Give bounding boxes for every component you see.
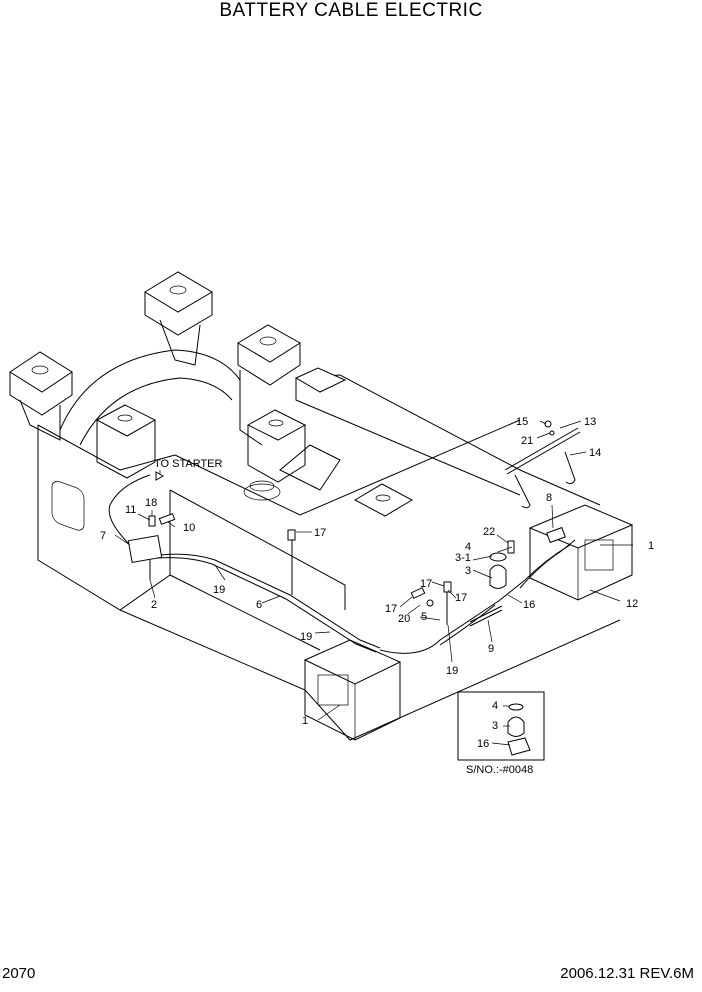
part-label-11: 11: [125, 504, 136, 516]
page-number: 2070: [2, 965, 36, 982]
part-label-1: 1: [648, 540, 654, 552]
part-label-3: 3: [465, 565, 471, 577]
part-label-17: 17: [385, 603, 397, 615]
battery-box-front: [303, 639, 402, 741]
part-label-17: 17: [420, 578, 432, 590]
part-label-6: 6: [256, 599, 262, 611]
inset-serial-label: S/NO.:-#0048: [466, 764, 533, 776]
part-label-17: 17: [314, 527, 326, 539]
part-label-1: 1: [302, 715, 308, 727]
leader-lines: [114, 420, 633, 746]
part-label-10: 10: [183, 522, 195, 534]
part-label-3: 3: [492, 720, 498, 732]
part-label-21: 21: [521, 435, 533, 447]
part-label-3-1: 3-1: [455, 552, 471, 564]
battery-box-rear: [528, 504, 634, 601]
part-label-2: 2: [151, 599, 157, 611]
part-label-16: 16: [523, 599, 535, 611]
upper-frame: [9, 271, 621, 741]
part-label-4: 4: [465, 541, 471, 553]
part-label-14: 14: [589, 447, 601, 459]
part-label-18: 18: [145, 497, 157, 509]
part-label-22: 22: [483, 526, 495, 538]
battery-cables: [108, 474, 576, 654]
page-title: BATTERY CABLE ELECTRIC: [219, 0, 483, 21]
part-label-15: 15: [516, 416, 528, 428]
part-label-19: 19: [213, 584, 225, 596]
part-label-19: 19: [446, 665, 458, 677]
part-label-9: 9: [488, 643, 494, 655]
to-starter-label: TO STARTER: [154, 458, 223, 470]
serial-inset: [457, 691, 545, 761]
part-label-20: 20: [398, 613, 410, 625]
part-label-13: 13: [584, 416, 596, 428]
part-label-5: 5: [421, 611, 427, 623]
part-label-12: 12: [626, 598, 638, 610]
date-revision: 2006.12.31 REV.6M: [560, 965, 694, 982]
part-label-7: 7: [100, 530, 106, 542]
part-label-4: 4: [492, 700, 498, 712]
part-label-19: 19: [300, 631, 312, 643]
part-label-17: 17: [455, 592, 467, 604]
to-starter-arrow-icon: [155, 471, 165, 481]
hardware-parts: [127, 420, 581, 607]
part-label-8: 8: [546, 492, 552, 504]
part-label-16: 16: [477, 738, 489, 750]
